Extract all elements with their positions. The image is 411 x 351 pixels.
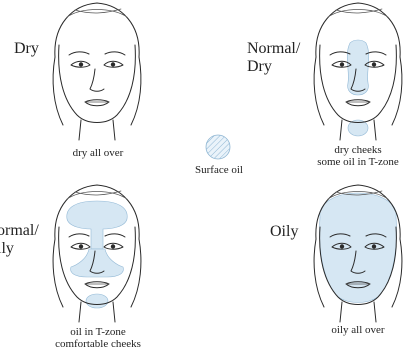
- caption-dry: dry all over: [48, 147, 148, 159]
- skin-type-label-normal-oily: ormal/ ily: [0, 222, 39, 258]
- skin-type-label-dry: Dry: [14, 40, 39, 58]
- face-panel-dry: Dry dry all over: [0, 0, 200, 170]
- caption-normal-oily: oil in T-zone comfortable cheeks: [43, 326, 153, 350]
- oil-zone-tzone: [347, 40, 368, 95]
- oil-zone-forehead: [67, 201, 127, 249]
- skin-type-label-oily: Oily: [270, 223, 298, 241]
- legend: Surface oil: [180, 130, 260, 180]
- face-illustration-dry: [0, 0, 200, 170]
- face-panel-oily: Oily oily all over: [210, 175, 411, 351]
- skin-type-label-normal-dry: Normal/ Dry: [247, 40, 300, 76]
- face-illustration-normal-oily: [0, 175, 200, 351]
- caption-normal-dry: dry cheeks some oil in T-zone: [298, 144, 411, 168]
- face-panel-normal-oily: ormal/ ily oil in T-zone comfortable che…: [0, 175, 200, 351]
- oil-zone-full-face: [320, 193, 397, 303]
- caption-oily: oily all over: [308, 324, 408, 336]
- oil-zone-chin: [86, 294, 108, 308]
